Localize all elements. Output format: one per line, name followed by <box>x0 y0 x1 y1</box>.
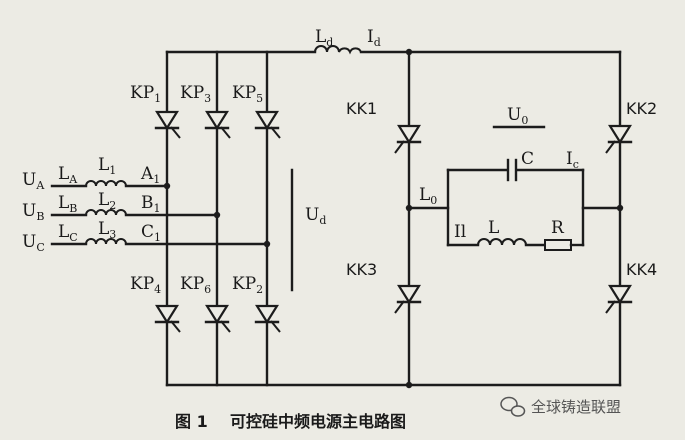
label-ud: Ud <box>305 205 326 227</box>
wechat-icon <box>500 396 526 417</box>
label-kp1: KP1 <box>130 83 161 105</box>
phase-a-line <box>50 180 169 188</box>
thyristor-kp3 <box>204 110 231 139</box>
thyristor-kp2 <box>254 304 281 333</box>
label-id: Id <box>367 27 381 49</box>
label-kk2: KK2 <box>626 99 657 118</box>
label-b1: B1 <box>141 193 161 215</box>
label-kk4: KK4 <box>626 260 657 279</box>
label-kp3: KP3 <box>180 83 211 105</box>
label-l1: L1 <box>98 155 116 177</box>
label-lc: LC <box>58 222 78 244</box>
phase-c-line <box>50 238 269 246</box>
label-ld: Ld <box>315 27 333 49</box>
load-network <box>407 158 622 251</box>
label-kp5: KP5 <box>232 83 263 105</box>
label-kp4: KP4 <box>130 274 161 296</box>
junction-c1 <box>263 240 271 248</box>
label-l3: L3 <box>98 219 116 241</box>
thyristor-kk2 <box>605 124 633 154</box>
label-c: C <box>521 149 534 169</box>
thyristor-kp4 <box>154 304 181 333</box>
label-ub: UB <box>22 201 44 223</box>
label-kk3: KK3 <box>346 260 377 279</box>
label-a1: A1 <box>140 164 160 186</box>
label-lb: LB <box>58 193 77 215</box>
label-kk1: KK1 <box>346 99 377 118</box>
bridge-columns <box>165 50 269 387</box>
label-uc: UC <box>22 232 45 254</box>
label-ua: UA <box>22 170 45 192</box>
watermark-text: 全球铸造联盟 <box>531 398 621 416</box>
label-kp2: KP2 <box>232 274 263 296</box>
label-u0: U0 <box>507 105 528 127</box>
label-l2: L2 <box>98 190 116 212</box>
thyristor-kp5 <box>254 110 281 139</box>
thyristor-kk1 <box>394 124 422 154</box>
thyristor-kk3 <box>394 284 422 314</box>
label-il: Il <box>454 222 466 242</box>
watermark: 全球铸造联盟 <box>500 396 621 417</box>
label-la: LA <box>58 164 78 186</box>
label-l: L <box>488 218 499 238</box>
thyristor-kk4 <box>605 284 633 314</box>
label-ic: Ic <box>566 149 579 171</box>
junction-b1 <box>213 211 221 219</box>
phase-b-line <box>50 209 219 217</box>
label-r: R <box>551 218 565 238</box>
label-l0: L0 <box>419 185 437 207</box>
junction-a1 <box>163 182 171 190</box>
thyristor-kp1 <box>154 110 181 139</box>
inductor-ld <box>314 45 362 55</box>
label-c1: C1 <box>141 222 161 244</box>
label-kp6: KP6 <box>180 274 211 296</box>
figure-caption: 图 1 可控硅中频电源主电路图 <box>175 412 406 431</box>
thyristor-kp6 <box>204 304 231 333</box>
